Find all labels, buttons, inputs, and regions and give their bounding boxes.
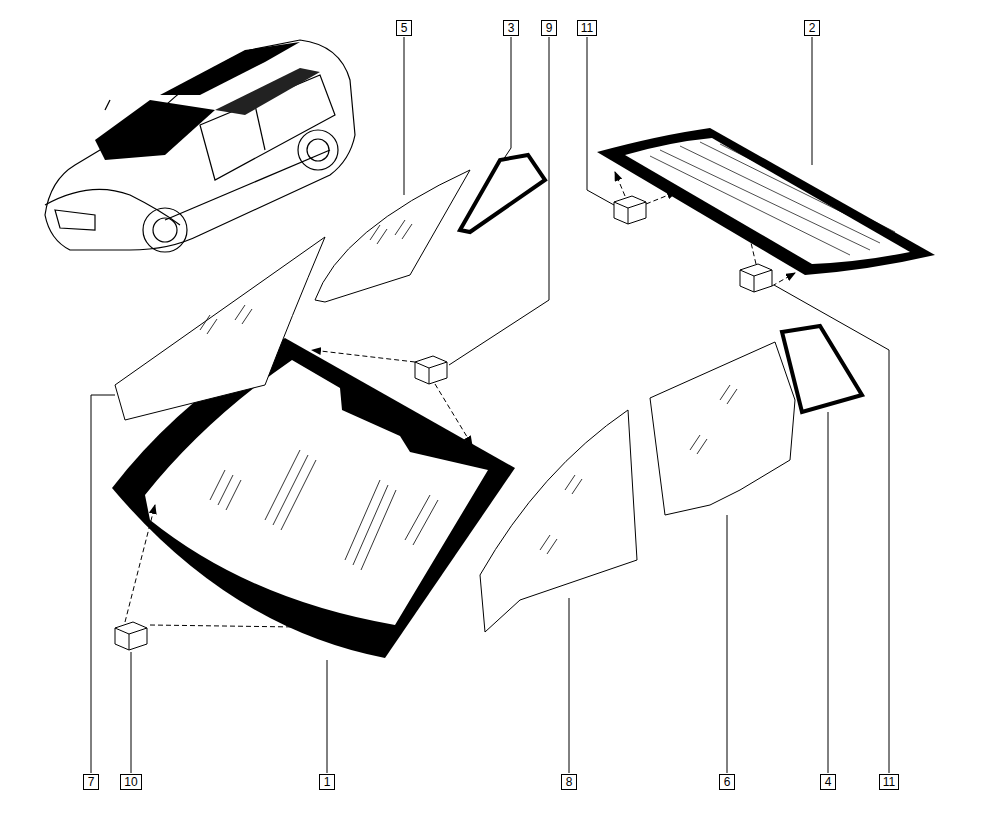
rear-door-glass (650, 342, 795, 515)
rear-window (597, 128, 935, 275)
callout-number: 4 (820, 774, 836, 790)
car-sketch (45, 40, 355, 252)
callout-number: 8 (561, 774, 577, 790)
quarter-glass-frame (460, 155, 545, 232)
door-glass (315, 170, 470, 302)
car-sunroof (215, 68, 320, 115)
rear-quarter-glass (782, 326, 862, 412)
glass-hatching (690, 385, 737, 454)
leader-line (91, 37, 889, 773)
car-windshield (95, 100, 215, 160)
rear-window-glass (625, 138, 910, 264)
dashed-arrow (125, 172, 795, 628)
callout-number: 7 (83, 774, 99, 790)
glass-hatching (200, 305, 252, 334)
rear-door-glass (480, 410, 637, 632)
callout-number: 6 (719, 774, 735, 790)
glass-hatching (540, 475, 582, 554)
callout-number: 3 (503, 20, 519, 36)
callout-number: 11 (577, 20, 597, 36)
callout-number: 10 (120, 774, 141, 790)
callout-number: 9 (541, 20, 557, 36)
callout-number: 5 (396, 20, 412, 36)
glass-hatching (210, 450, 438, 570)
adhesive-kit (115, 196, 772, 650)
callout-number: 11 (879, 774, 899, 790)
glass-hatching (370, 220, 412, 244)
callout-number: 2 (804, 20, 820, 36)
callout-number: 1 (319, 774, 335, 790)
front-door-glass (115, 237, 325, 420)
defroster-lines (650, 142, 895, 255)
